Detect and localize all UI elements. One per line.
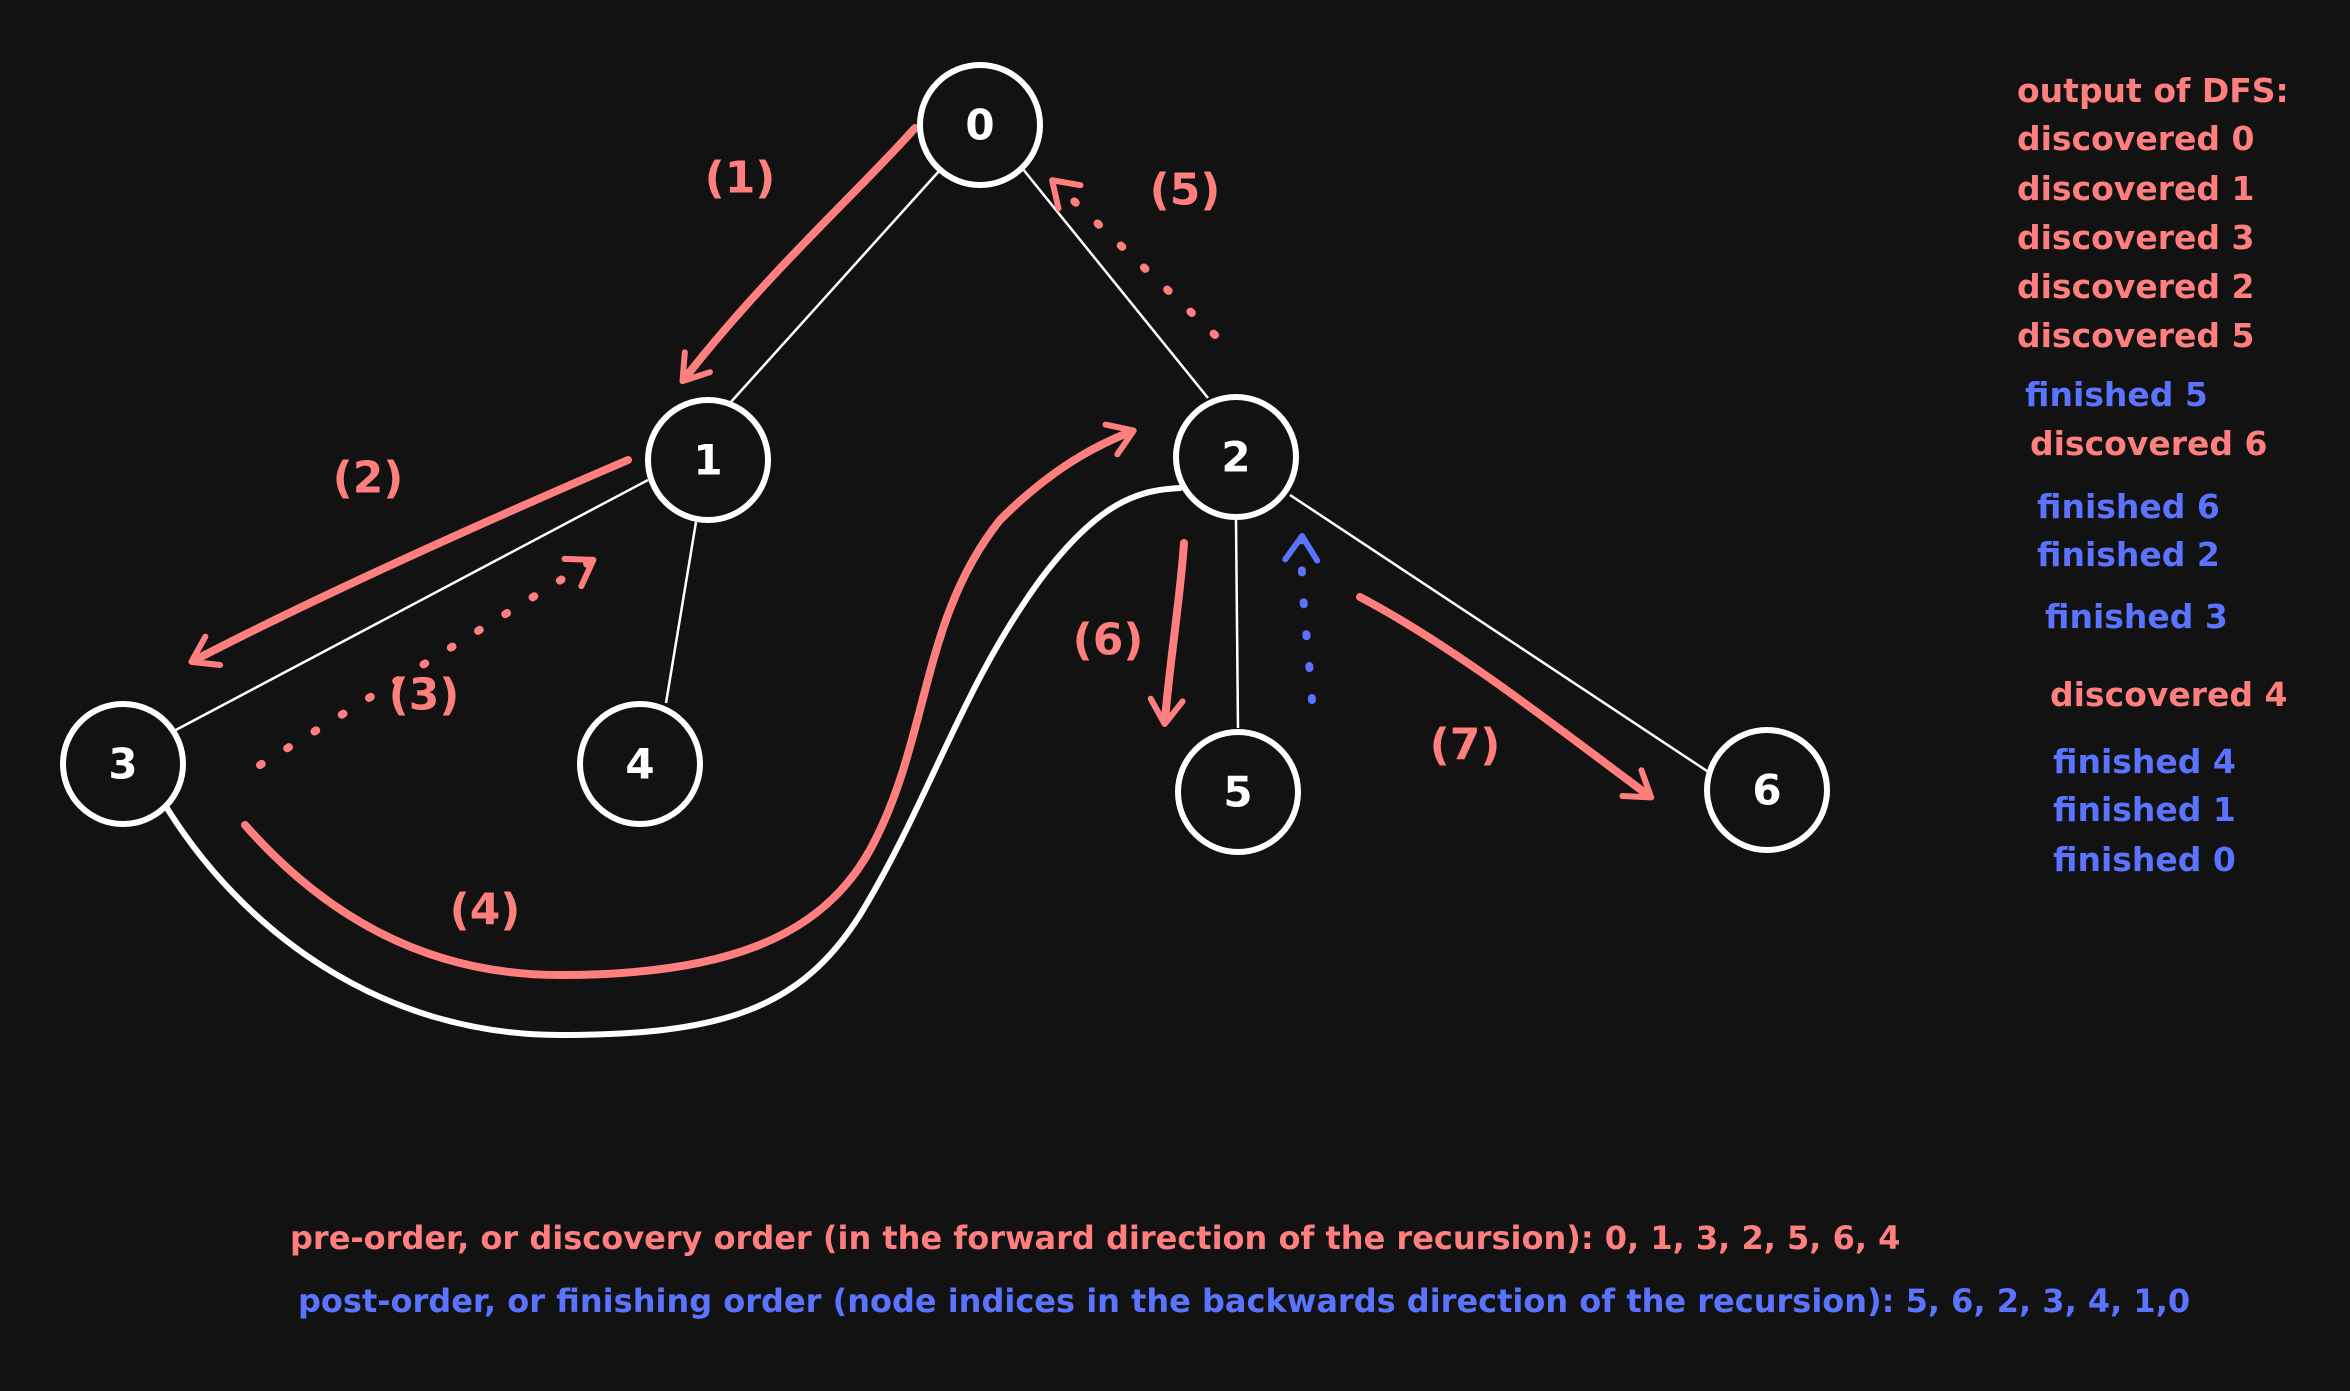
arrow-step-1 xyxy=(679,124,919,385)
step-label-6: (6) xyxy=(1073,615,1144,666)
edge-0-1 xyxy=(729,169,941,404)
edge-2-5 xyxy=(1234,519,1240,729)
node-3: 3 xyxy=(60,701,186,827)
step-label-4: (4) xyxy=(450,885,521,936)
log-line-4: discovered 2 xyxy=(2017,267,2255,306)
arrow-step-5 xyxy=(1049,177,1219,339)
graph-edges xyxy=(159,167,1711,1039)
step-label-1: (1) xyxy=(705,153,776,204)
step-label-5: (5) xyxy=(1150,165,1221,216)
log-line-3: discovered 3 xyxy=(2017,218,2255,257)
step-labels: (1) (2) (3) (4) (5) (6) (7) xyxy=(333,153,1501,936)
node-0-label: 0 xyxy=(965,101,994,150)
log-line-11: discovered 4 xyxy=(2050,675,2288,714)
log-line-5: discovered 5 xyxy=(2017,316,2255,355)
node-2-label: 2 xyxy=(1221,433,1250,482)
node-1: 1 xyxy=(645,397,771,523)
node-0: 0 xyxy=(917,62,1043,188)
arrow-step-4 xyxy=(241,421,1137,979)
post-order-text: post-order, or finishing order (node ind… xyxy=(298,1282,2191,1320)
log-line-13: finished 1 xyxy=(2053,790,2236,829)
traversal-arrows xyxy=(188,124,1655,979)
arrow-step-2 xyxy=(188,456,632,668)
step-label-3: (3) xyxy=(389,670,460,721)
log-line-14: finished 0 xyxy=(2053,840,2236,879)
step-label-7: (7) xyxy=(1430,720,1501,771)
node-4-label: 4 xyxy=(625,740,654,789)
arrow-step-7 xyxy=(1356,593,1655,801)
node-3-label: 3 xyxy=(108,740,137,789)
edge-1-3 xyxy=(171,478,649,734)
edge-2-6 xyxy=(1289,493,1711,775)
log-line-9: finished 2 xyxy=(2037,535,2220,574)
arrow-finish-5 xyxy=(1282,533,1321,704)
node-6-label: 6 xyxy=(1752,766,1781,815)
arrow-step-3 xyxy=(256,555,597,769)
arrow-step-6 xyxy=(1147,539,1188,727)
log-line-12: finished 4 xyxy=(2053,742,2236,781)
log-line-2: discovered 1 xyxy=(2017,169,2255,208)
node-5-label: 5 xyxy=(1223,768,1252,817)
edge-1-4 xyxy=(664,521,698,704)
edge-3-2 xyxy=(159,485,1183,1039)
log-line-10: finished 3 xyxy=(2045,597,2228,636)
node-2: 2 xyxy=(1173,394,1299,520)
node-5: 5 xyxy=(1175,729,1301,855)
node-6: 6 xyxy=(1704,727,1830,853)
node-1-label: 1 xyxy=(693,436,722,485)
log-line-1: discovered 0 xyxy=(2017,119,2255,158)
output-log-title: output of DFS: xyxy=(2017,71,2289,110)
log-line-8: finished 6 xyxy=(2037,487,2220,526)
step-label-2: (2) xyxy=(333,453,404,504)
log-line-7: discovered 6 xyxy=(2030,424,2268,463)
graph-nodes: 0 1 2 3 4 5 6 xyxy=(60,62,1830,855)
log-line-6: finished 5 xyxy=(2025,375,2208,414)
node-4: 4 xyxy=(577,701,703,827)
pre-order-text: pre-order, or discovery order (in the fo… xyxy=(290,1219,1901,1257)
